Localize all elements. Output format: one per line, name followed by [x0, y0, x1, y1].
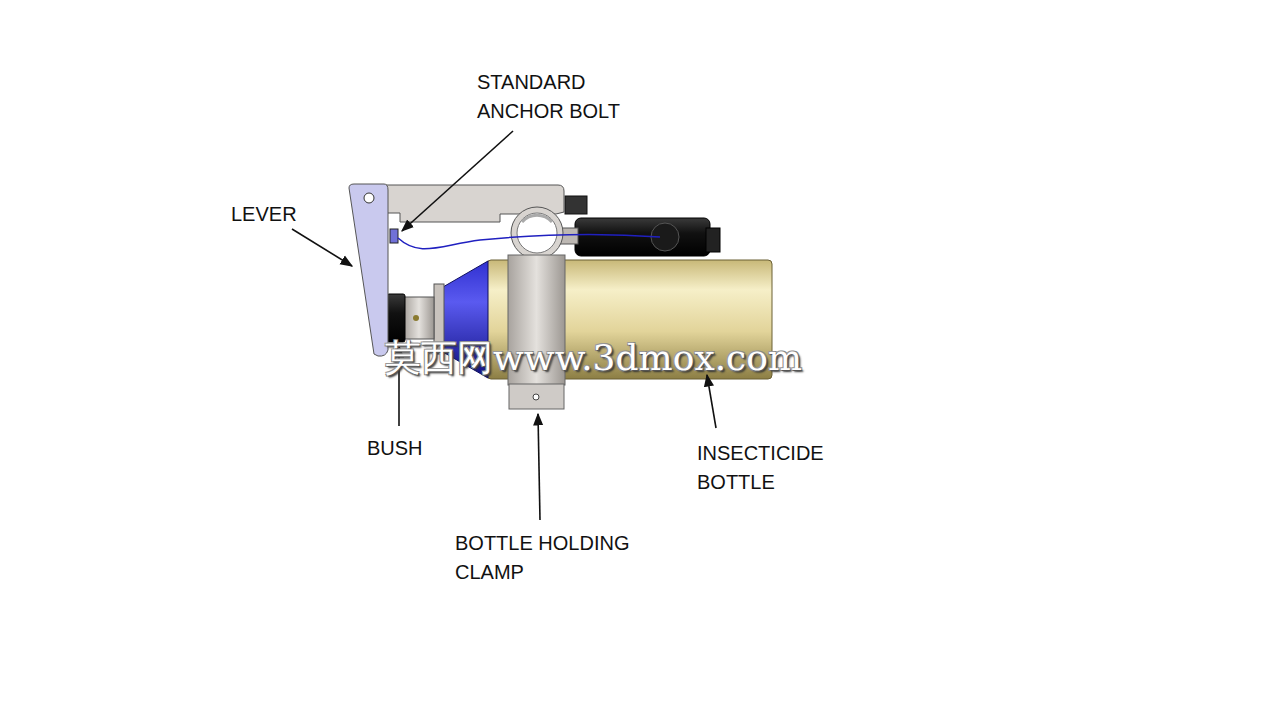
leader-lines [292, 131, 716, 520]
part-label: BUSH [367, 434, 467, 463]
bottle-clamp [508, 255, 565, 409]
part-label: LEVER [231, 200, 331, 229]
watermark: 莫西网www.3dmox.com [385, 336, 905, 380]
bush [387, 294, 434, 342]
lever [349, 184, 388, 356]
valve-body [560, 196, 720, 256]
part-label: STANDARD ANCHOR BOLT [477, 68, 642, 126]
anchor-bolt-cable [390, 229, 660, 249]
part-label: BOTTLE HOLDING CLAMP [455, 529, 655, 587]
part-label: INSECTICIDE BOTTLE [697, 439, 847, 497]
